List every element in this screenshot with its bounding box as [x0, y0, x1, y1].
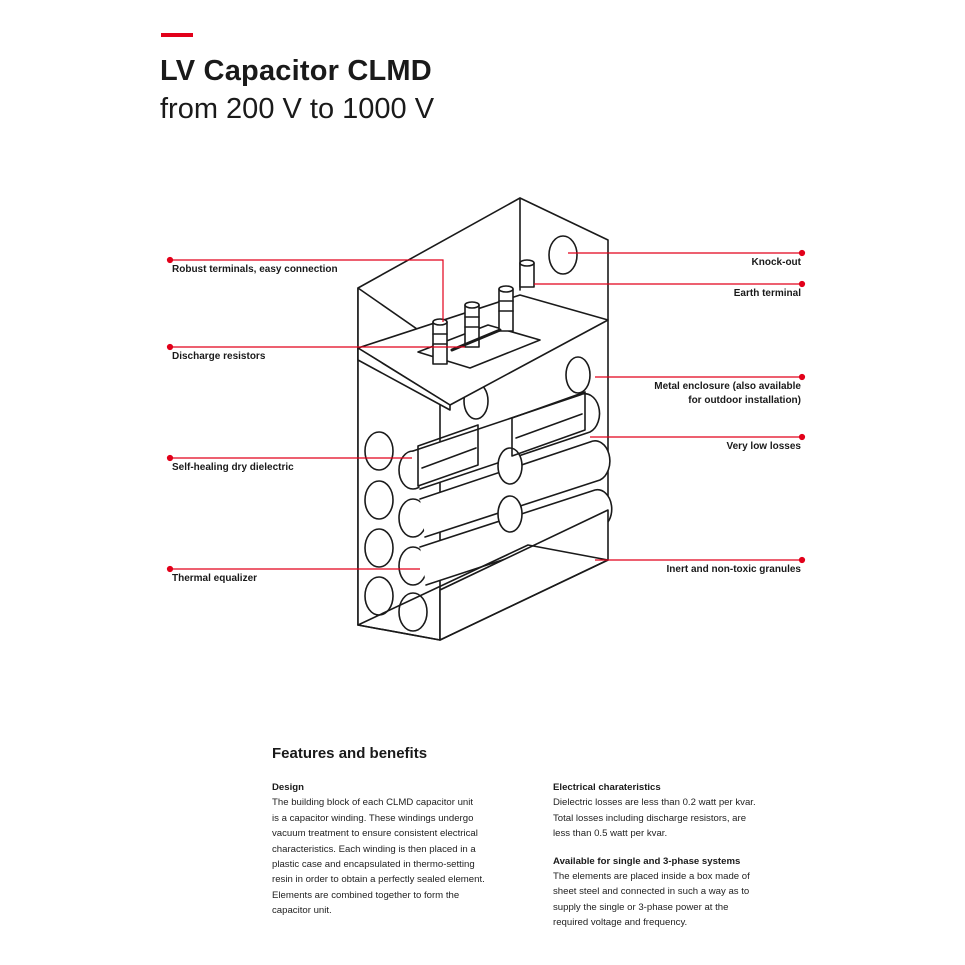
electrical-heading: Electrical charateristics — [553, 782, 661, 793]
callout-robust-terminals: Robust terminals, easy connection — [172, 264, 338, 275]
winding-body — [412, 393, 601, 490]
design-column: Design The building block of each CLMD c… — [272, 780, 526, 919]
terminal — [464, 301, 480, 348]
availability-line: The elements are placed inside a box mad… — [553, 871, 750, 883]
electrical-column: Electrical charateristics Dielectric los… — [553, 780, 807, 931]
winding-end — [565, 356, 591, 394]
design-line: plastic case and encapsulated in thermo-… — [272, 859, 475, 871]
thermal-equalizer-plate — [417, 424, 479, 487]
thermal-equalizer-plate — [511, 391, 586, 457]
availability-line: sheet steel and connected in such a way … — [553, 886, 750, 898]
callout-earth-terminal: Earth terminal — [733, 288, 801, 299]
design-heading: Design — [272, 782, 304, 793]
earth-terminal — [519, 259, 535, 288]
winding-end — [497, 495, 523, 533]
availability-heading: Available for single and 3-phase systems — [553, 855, 741, 867]
accent-bar — [161, 33, 193, 37]
design-line: capacitor unit. — [272, 905, 332, 917]
callout-metal-enclosure-line1: Metal enclosure (also available — [654, 381, 801, 392]
winding-end — [364, 576, 394, 616]
callout-discharge-resistors: Discharge resistors — [172, 351, 266, 362]
knock-out-hole — [548, 235, 578, 275]
availability-line: required voltage and frequency. — [553, 917, 688, 929]
callout-line-robust-terminals — [170, 259, 444, 322]
winding-end — [364, 528, 394, 568]
terminal — [498, 285, 514, 332]
electrical-line: Dielectric losses are less than 0.2 watt… — [553, 797, 756, 809]
terminal — [432, 318, 448, 365]
design-line: resin in order to obtain a perfectly sea… — [272, 874, 485, 886]
features-title: Features and benefits — [272, 745, 428, 762]
callout-metal-enclosure-line2: for outdoor installation) — [688, 395, 801, 406]
design-line: characteristics. Each winding is then pl… — [272, 843, 476, 855]
capacitor-diagram — [166, 197, 806, 641]
enclosure-lid-side — [357, 347, 451, 411]
design-line: is a capacitor winding. These windings u… — [272, 812, 474, 824]
design-line: Elements are combined together to form t… — [272, 889, 460, 901]
design-line: The building block of each CLMD capacito… — [272, 797, 474, 809]
electrical-line: less than 0.5 watt per kvar. — [553, 828, 668, 840]
design-line: vacuum treatment to ensure consistent el… — [272, 828, 478, 840]
winding-end — [364, 480, 394, 520]
callout-thermal-equalizer: Thermal equalizer — [172, 573, 258, 584]
electrical-line: Total losses including discharge resisto… — [553, 812, 747, 824]
callout-knock-out: Knock-out — [751, 257, 801, 268]
callout-very-low-losses: Very low losses — [726, 441, 802, 452]
winding-end — [497, 447, 523, 485]
callout-inert-granules: Inert and non-toxic granules — [666, 564, 801, 575]
availability-line: supply the single or 3-phase power at th… — [553, 901, 729, 913]
callout-self-healing-dielectric: Self-healing dry dielectric — [172, 462, 294, 473]
page-subtitle: from 200 V to 1000 V — [160, 93, 435, 125]
page-title: LV Capacitor CLMD — [160, 55, 432, 87]
winding-body — [419, 440, 611, 538]
winding-end — [364, 431, 394, 471]
